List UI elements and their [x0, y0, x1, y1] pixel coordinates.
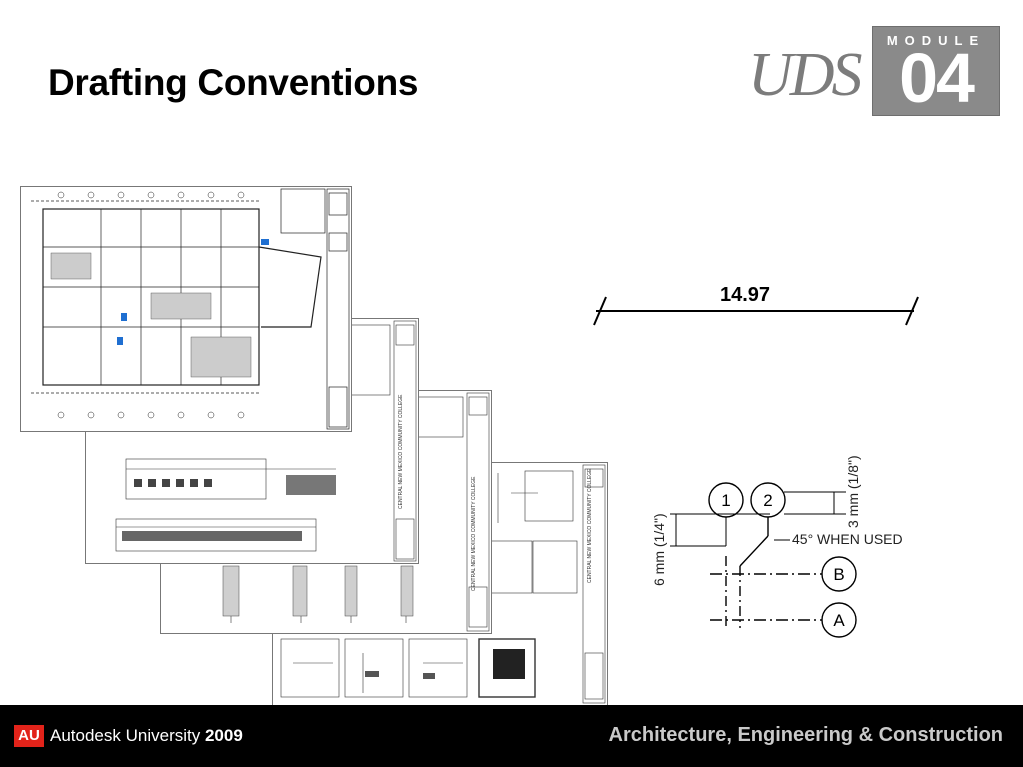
grid-bubble-b: B: [833, 565, 844, 584]
grid-bubble-a: A: [833, 611, 845, 630]
au-logo-badge: AU: [14, 725, 44, 747]
right-dimension-label: 3 mm (1/8"): [845, 455, 861, 528]
drawing-sheet-floor-plan: [20, 186, 352, 432]
logo-module-box: MODULE 04: [872, 26, 1000, 116]
grid-bubble-1: 1: [721, 491, 730, 510]
au-company: Autodesk University: [50, 726, 201, 745]
track-title: Architecture, Engineering & Construction: [608, 724, 1003, 746]
au-brand-text: Autodesk University 2009: [50, 725, 243, 747]
uds-module-logo: UDS MODULE 04: [748, 26, 1000, 116]
left-dimension-label: 6 mm (1/4"): [651, 513, 667, 586]
angle-note: 45° WHEN USED: [792, 531, 903, 547]
grid-bubble-detail: 1 2 B A 45° WHEN USED 6 mm (1/4") 3 mm (…: [650, 428, 920, 653]
grid-bubble-2: 2: [763, 491, 772, 510]
dimension-line-example: 14.97: [590, 280, 930, 335]
footer-bar: AU Autodesk University 2009 Architecture…: [0, 705, 1023, 767]
logo-brand: UDS: [748, 41, 863, 109]
slide-title: Drafting Conventions: [48, 62, 419, 103]
sheet-2-college-label: CENTRAL NEW MEXICO COMMUNITY COLLEGE: [398, 394, 404, 509]
dimension-value: 14.97: [720, 284, 770, 306]
logo-module-label: MODULE: [886, 33, 986, 48]
sheet-3-college-label: CENTRAL NEW MEXICO COMMUNITY COLLEGE: [471, 476, 477, 591]
logo-module-number: 04: [899, 39, 975, 117]
sheet-4-college-label: CENTRAL NEW MEXICO COMMUNITY COLLEGE: [587, 468, 593, 583]
au-year: 2009: [204, 726, 243, 745]
